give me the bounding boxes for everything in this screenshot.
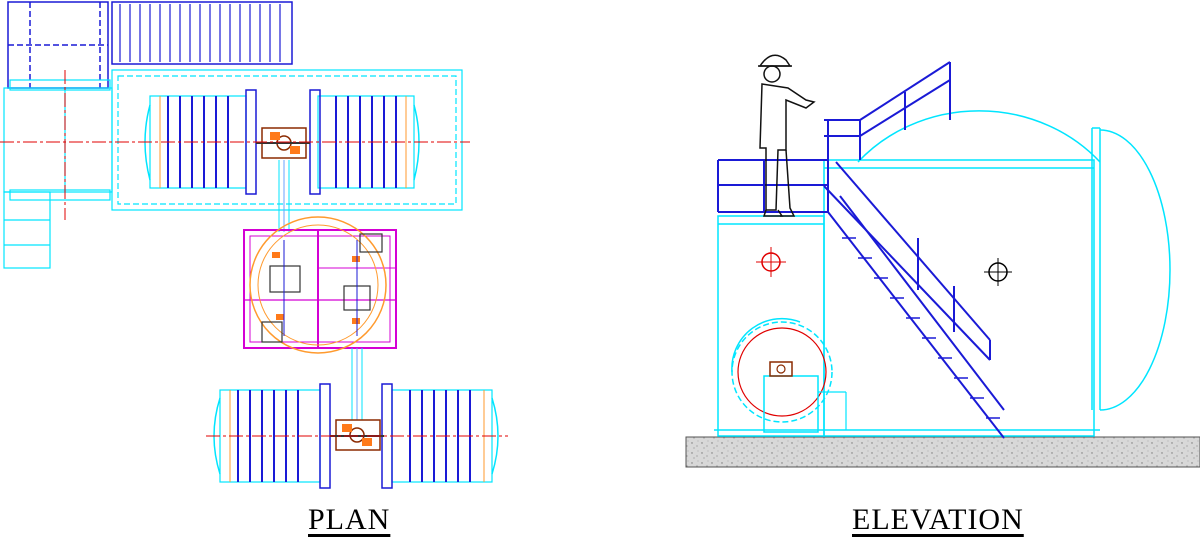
worker-figure [758,54,816,217]
plan-left-housing [3,79,113,269]
elevation-stair [823,161,1005,439]
elevation-fan-inlet [731,317,847,433]
ground-slab [685,436,1200,468]
elevation-drum [857,110,1171,411]
plan-shaft-lower [351,348,363,420]
plan-shaft-upper [278,160,290,232]
elevation-caption: ELEVATION [852,503,1024,536]
elevation-hole-right [984,258,1012,286]
plan-caption: PLAN [308,503,391,536]
plan-view [0,1,508,489]
elevation-housing [714,159,1100,437]
elevation-view [685,54,1200,468]
elevation-hole-left [756,247,786,277]
plan-centerlines-top [0,70,470,220]
plan-bottom-drive [330,419,384,451]
elevation-platform-railing [717,61,951,213]
plan-platform [7,1,293,89]
plan-middle-frame [243,216,397,354]
plan-top-frame [111,69,463,211]
plan-top-drive [256,127,310,159]
